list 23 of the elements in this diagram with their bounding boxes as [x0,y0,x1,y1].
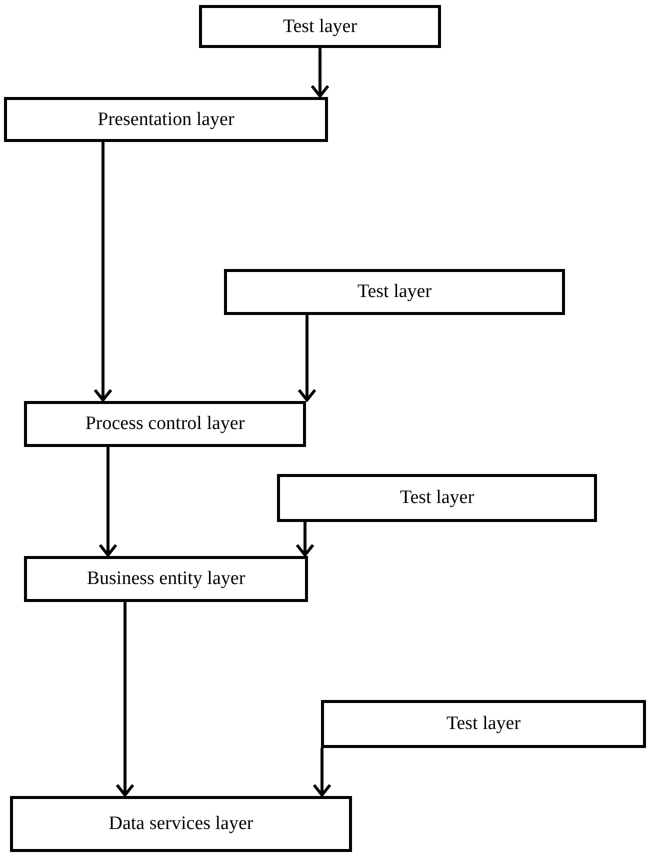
layer-label: Process control layer [85,413,245,435]
layer-box [4,97,328,142]
layer-box [321,700,646,748]
layer-box [24,556,308,602]
arrow [298,315,316,402]
layer-label: Test layer [400,487,474,509]
layer-label: Test layer [282,16,358,38]
arrow [310,48,330,98]
layer-box [199,5,441,48]
arrow [116,602,134,796]
arrow [312,748,332,796]
arrow [296,522,314,556]
layer-label: Presentation layer [98,108,234,130]
layer-box [224,269,565,315]
arrow [98,447,118,556]
layer-box [24,401,306,447]
layer-box [10,796,352,852]
layer-label: Data services layer [108,813,254,835]
layer-label: Test layer [446,713,521,735]
layer-label: Business entity layer [86,568,246,590]
layer-label: Test layer [357,281,432,303]
layer-box [277,474,597,522]
arrow [94,142,112,402]
